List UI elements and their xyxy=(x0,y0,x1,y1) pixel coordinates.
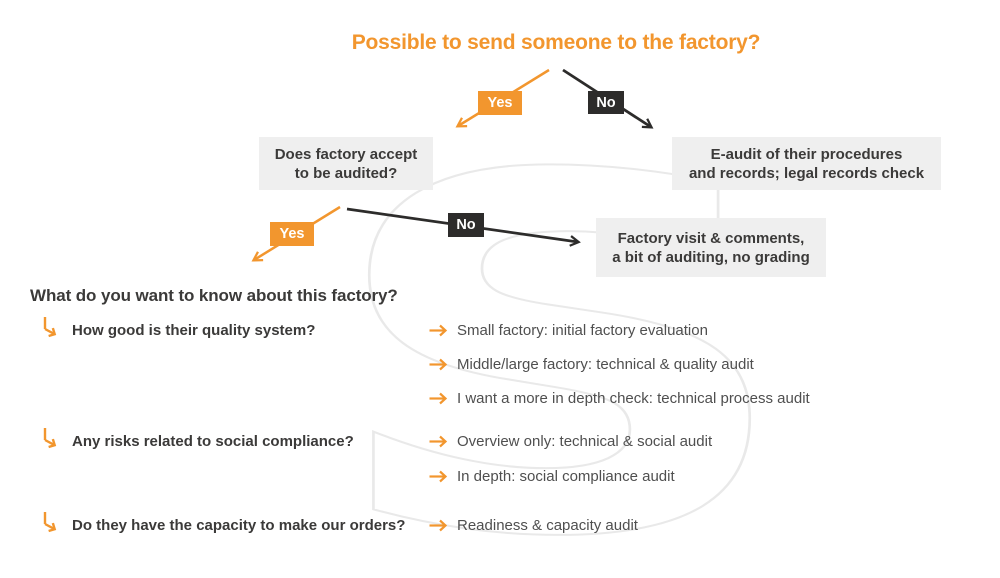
answer-label: In depth: social compliance audit xyxy=(457,467,675,485)
branch-arrow-icon xyxy=(43,512,57,533)
answer-row: Overview only: technical & social audit xyxy=(428,429,712,453)
node-visit-outcome: Factory visit & comments, a bit of audit… xyxy=(596,218,826,277)
right-arrow-icon xyxy=(429,392,448,404)
question-label: How good is their quality system? xyxy=(72,321,316,339)
answer-label: Readiness & capacity audit xyxy=(457,516,638,534)
answer-label: Middle/large factory: technical & qualit… xyxy=(457,355,754,373)
answer-label: Overview only: technical & social audit xyxy=(457,432,713,450)
right-arrow-icon xyxy=(429,435,448,447)
questions-heading: What do you want to know about this fact… xyxy=(30,286,398,305)
flowchart-title: Possible to send someone to the factory? xyxy=(351,31,761,54)
badge-no-root: No xyxy=(588,91,624,114)
badge-yes-accept: Yes xyxy=(270,222,314,246)
answer-row: Readiness & capacity audit xyxy=(428,513,638,537)
node-line: a bit of auditing, no grading xyxy=(612,248,810,266)
answer-row: In depth: social compliance audit xyxy=(428,464,675,488)
node-line: to be audited? xyxy=(294,164,398,182)
right-arrow-icon xyxy=(429,519,448,531)
right-arrow-icon xyxy=(429,358,448,370)
answer-label: I want a more in depth check: technical … xyxy=(457,389,810,407)
branch-arrow-icon xyxy=(43,317,57,338)
answer-row: Small factory: initial factory evaluatio… xyxy=(428,318,708,342)
node-accept-question: Does factory accept to be audited? xyxy=(259,137,433,190)
right-arrow-icon xyxy=(429,470,448,482)
badge-yes-root: Yes xyxy=(478,91,522,115)
badge-no-accept: No xyxy=(448,213,484,237)
question-label: Do they have the capacity to make our or… xyxy=(72,516,406,534)
question-label: Any risks related to social compliance? xyxy=(72,432,354,450)
branch-arrow-icon xyxy=(43,428,57,449)
node-eaudit-outcome: E-audit of their procedures and records;… xyxy=(672,137,941,190)
answer-row: Middle/large factory: technical & qualit… xyxy=(428,352,754,376)
answer-row: I want a more in depth check: technical … xyxy=(428,386,810,410)
node-line: and records; legal records check xyxy=(688,164,925,182)
question-row: Any risks related to social compliance? xyxy=(40,428,354,453)
answer-label: Small factory: initial factory evaluatio… xyxy=(457,321,708,339)
node-line: E-audit of their procedures xyxy=(710,145,903,163)
question-row: Do they have the capacity to make our or… xyxy=(40,512,406,537)
node-line: Factory visit & comments, xyxy=(617,229,805,247)
question-row: How good is their quality system? xyxy=(40,317,316,342)
node-line: Does factory accept xyxy=(274,145,418,163)
right-arrow-icon xyxy=(429,324,448,336)
